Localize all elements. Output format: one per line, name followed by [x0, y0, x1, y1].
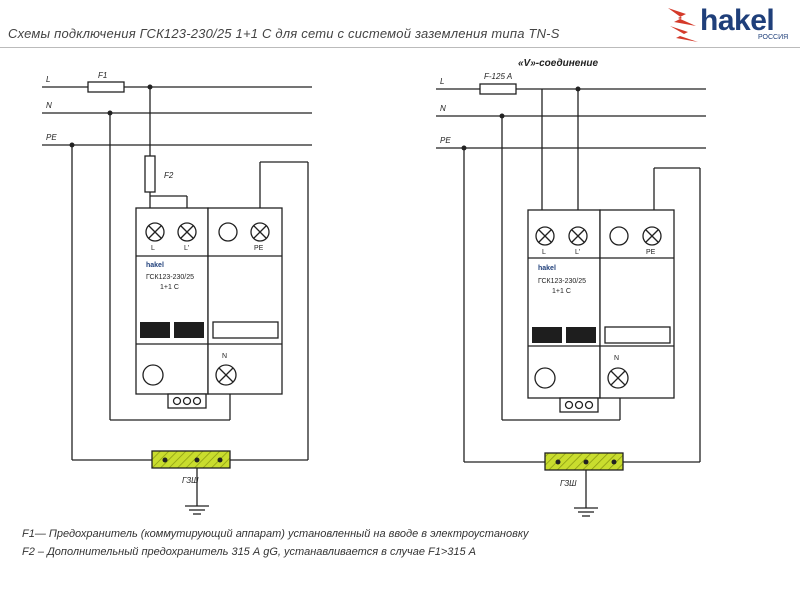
right-term-l2: L'	[575, 249, 580, 256]
right-term-pe: PE	[646, 249, 656, 256]
right-device-brand: hakel	[538, 265, 556, 272]
right-label-n: N	[440, 104, 446, 113]
right-fuse-f1	[479, 83, 517, 95]
note-f1: F1— Предохранитель (коммутирующий аппара…	[22, 528, 529, 540]
right-ground-label: ГЗШ	[560, 479, 577, 488]
left-label-pe: PE	[46, 133, 57, 142]
note-f2: F2 – Дополнительный предохранитель 315 А…	[22, 546, 477, 558]
right-term-n: N	[614, 355, 619, 362]
left-device-brand: hakel	[146, 262, 164, 269]
title-divider	[0, 47, 800, 48]
left-term-pe: PE	[254, 245, 264, 252]
left-ground-label: ГЗШ	[182, 476, 199, 485]
right-label-l: L	[440, 77, 444, 86]
left-label-f1: F1	[98, 71, 107, 80]
logo-wordmark: hakel	[700, 4, 775, 37]
left-label-l: L	[46, 75, 50, 84]
left-fuse-f2	[144, 155, 156, 193]
left-ground-bar	[151, 450, 231, 469]
page-title: Схемы подключения ГСК123-230/25 1+1 С дл…	[8, 26, 560, 41]
logo-subtitle: РОССИЯ	[758, 34, 789, 41]
left-term-l: L	[151, 245, 155, 252]
right-term-l: L	[542, 249, 546, 256]
brand-logo: hakel РОССИЯ	[664, 4, 794, 44]
left-device-model-sub: 1+1 С	[160, 284, 179, 291]
right-diagram	[436, 83, 706, 517]
right-device-model-sub: 1+1 С	[552, 288, 571, 295]
left-term-l2: L'	[184, 245, 189, 252]
left-label-f2: F2	[164, 171, 174, 180]
right-device-model: ГСК123-230/25	[538, 278, 586, 285]
left-junctions	[69, 84, 223, 463]
right-header: «V»-соединение	[518, 58, 599, 69]
right-label-f1: F-125 A	[484, 72, 512, 81]
left-diagram	[42, 81, 312, 515]
left-fuse-f1	[87, 81, 125, 93]
left-device-model: ГСК123-230/25	[146, 274, 194, 281]
left-label-n: N	[46, 101, 52, 110]
right-junctions	[461, 86, 617, 465]
right-label-pe: PE	[440, 136, 451, 145]
lightning-icon	[668, 8, 698, 42]
left-term-n: N	[222, 353, 227, 360]
left-device-module-2	[207, 207, 283, 395]
